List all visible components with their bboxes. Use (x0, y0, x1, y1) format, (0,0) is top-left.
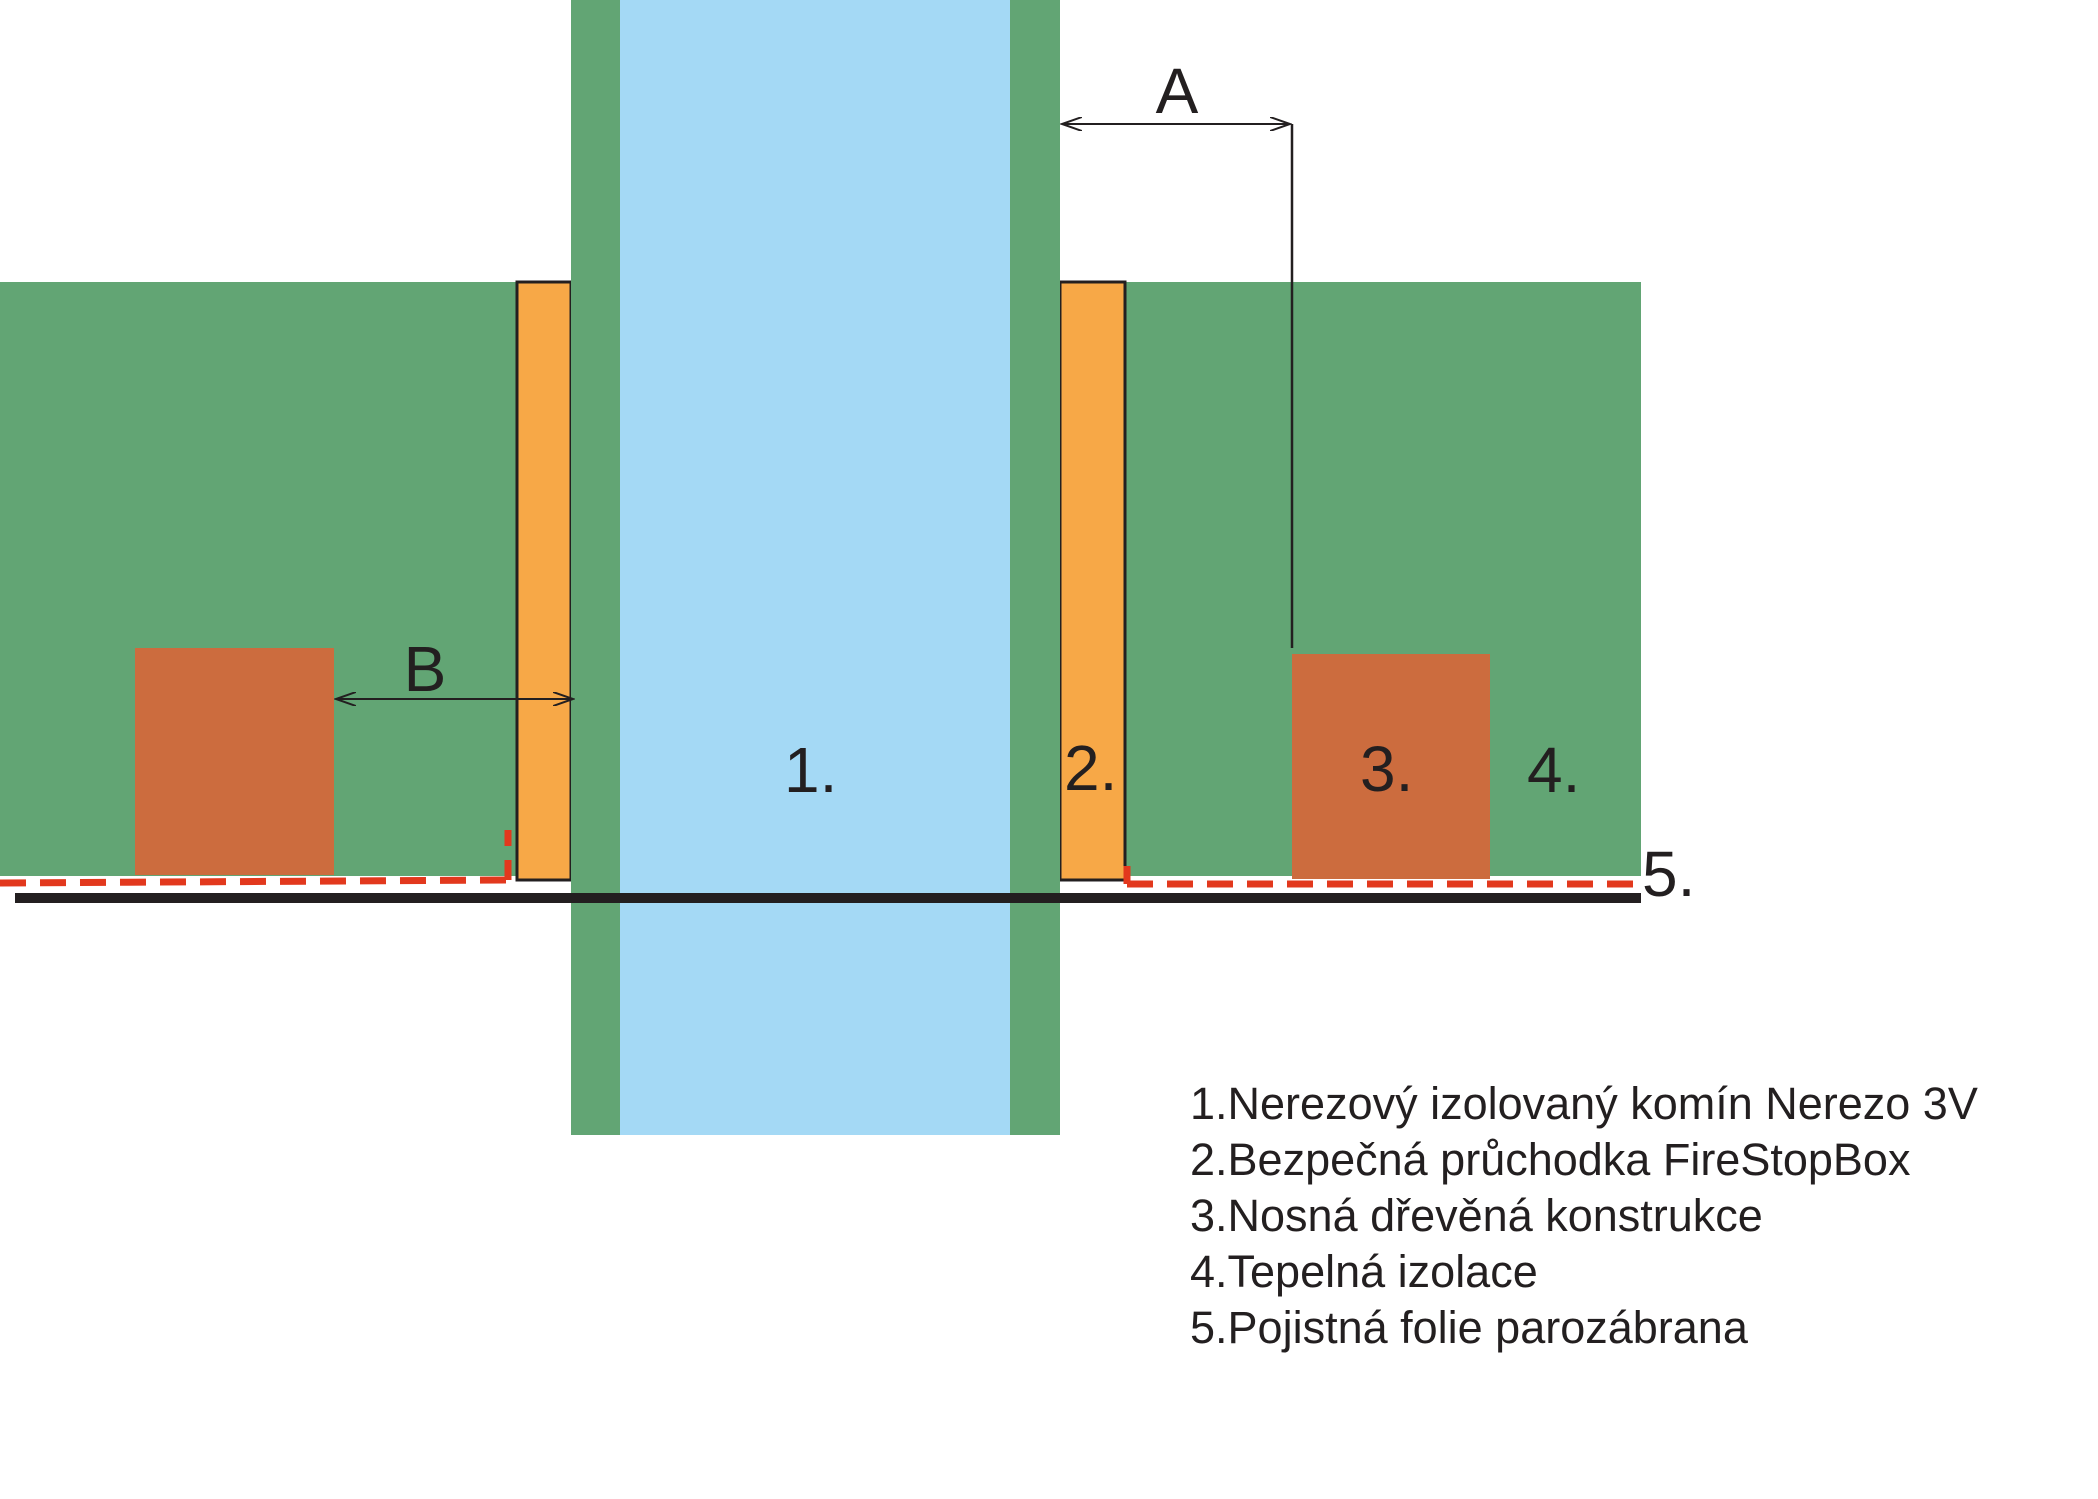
legend: 1.Nerezový izolovaný komín Nerezo 3V 2.B… (1190, 1078, 1978, 1353)
chimney-inner (620, 0, 1010, 1135)
dimension-b-label: B (404, 633, 447, 705)
part-4-label: 4. (1527, 734, 1580, 806)
dimension-a-label: A (1156, 55, 1199, 127)
legend-item-2: 2.Bezpečná průchodka FireStopBox (1190, 1134, 1911, 1185)
legend-item-4: 4.Tepelná izolace (1190, 1246, 1538, 1297)
legend-item-5: 5.Pojistná folie parozábrana (1190, 1302, 1749, 1353)
timber-beam-right (1292, 654, 1490, 879)
legend-item-1: 1.Nerezový izolovaný komín Nerezo 3V (1190, 1078, 1978, 1129)
part-3-label: 3. (1360, 733, 1413, 805)
vapor-barrier-left (0, 876, 511, 887)
part-2-label: 2. (1064, 732, 1117, 804)
firestopbox-left (515, 280, 573, 882)
legend-item-3: 3.Nosná dřevěná konstrukce (1190, 1190, 1763, 1241)
firestopbox-right (1058, 280, 1127, 882)
part-5-label: 5. (1642, 838, 1695, 910)
part-1-label: 1. (784, 734, 837, 806)
timber-beam-left (135, 648, 334, 875)
